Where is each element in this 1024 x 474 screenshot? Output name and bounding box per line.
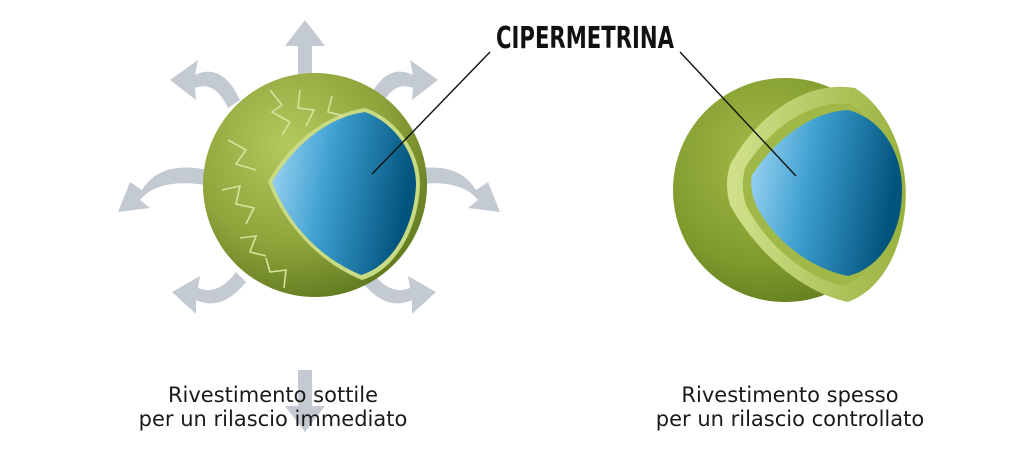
arrow-left (118, 167, 208, 212)
arrow-upper-left (170, 60, 240, 108)
thin-coating-sphere (203, 73, 427, 297)
arrow-lower-left (172, 272, 246, 314)
caption-right-line1: Rivestimento spesso (681, 383, 898, 407)
caption-left-line2: per un rilascio immediato (139, 407, 408, 431)
arrows-release (118, 20, 500, 432)
caption-left-line1: Rivestimento sottile (168, 383, 378, 407)
cipermetrina-core-left (272, 112, 416, 275)
caption-right: Rivestimento spesso per un rilascio cont… (656, 383, 924, 431)
pointer-line-right (679, 51, 797, 177)
caption-right-line2: per un rilascio controllato (656, 407, 924, 431)
caption-left: Rivestimento sottile per un rilascio imm… (139, 383, 408, 431)
label-cipermetrina: CIPERMETRINA (496, 21, 675, 56)
shell-cracks (221, 89, 345, 289)
arrow-up (285, 20, 325, 82)
arrow-upper-right (368, 60, 438, 108)
thick-coating-sphere (673, 78, 906, 302)
arrow-right (410, 167, 500, 212)
arrow-lower-right (362, 272, 436, 314)
label-group: CIPERMETRINA (371, 21, 797, 177)
pointer-line-left (371, 51, 491, 175)
cipermetrina-core-right (751, 110, 902, 276)
